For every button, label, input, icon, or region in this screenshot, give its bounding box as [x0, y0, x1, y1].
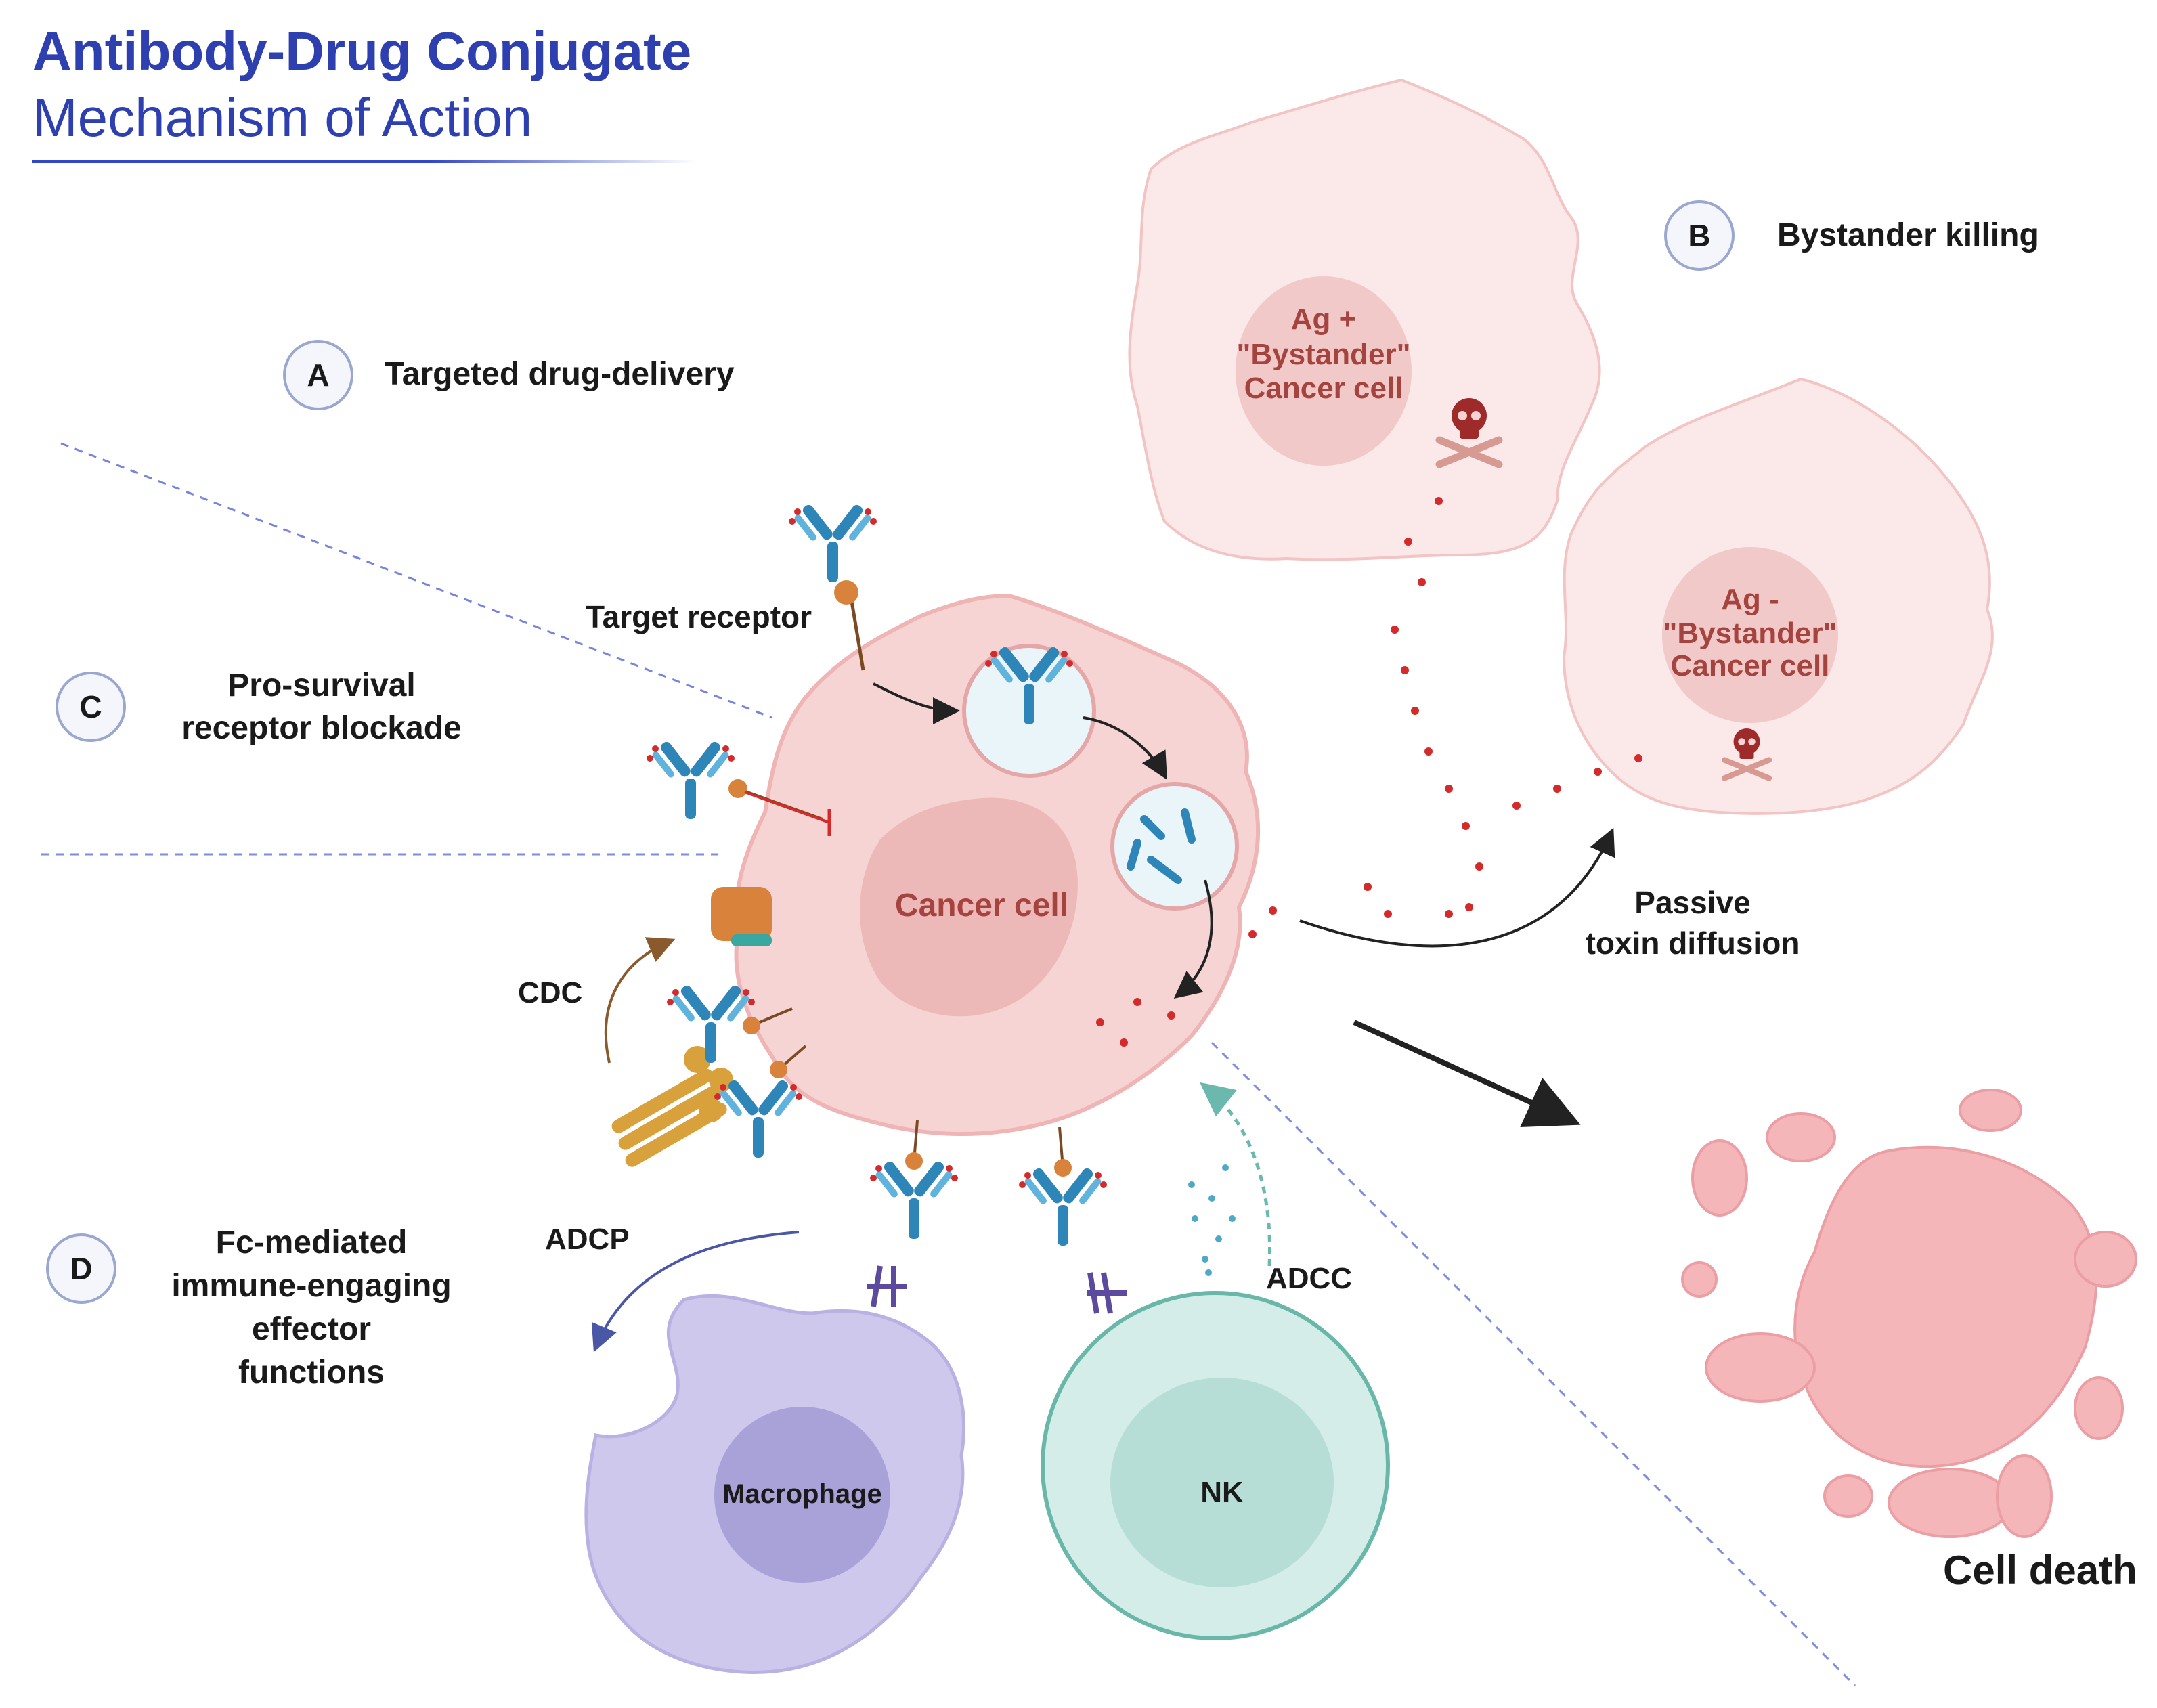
label-passive-1: Passive: [1634, 885, 1751, 920]
cancer-nucleus: [860, 797, 1078, 1017]
ag-negative-label-3: Cancer cell: [1670, 649, 1830, 682]
label-target-receptor: Target receptor: [586, 599, 812, 634]
nk-label: NK: [1200, 1476, 1244, 1509]
title-line-1: Antibody-Drug Conjugate: [32, 21, 692, 81]
adcc-arrow: [1200, 1082, 1272, 1267]
complement-complex: [611, 887, 772, 1167]
internalization-arrow-1: [873, 682, 960, 724]
ag-positive-nucleus: [1236, 276, 1412, 466]
label-adcp: ADCP: [545, 1223, 630, 1256]
lysosome: [1110, 782, 1239, 911]
adcc-antibody: [1019, 1166, 1107, 1246]
label-fc-mediated-4: functions: [238, 1355, 385, 1391]
label-fc-mediated-1: Fc-mediated: [215, 1225, 408, 1261]
target-receptor-head: [834, 580, 858, 605]
nk-nucleus: [1110, 1378, 1334, 1587]
cell-death-fragments: [1681, 1089, 2137, 1538]
cdc-antibody-2: [714, 1078, 802, 1158]
label-cell-death: Cell death: [1943, 1548, 2137, 1593]
blockade-antibody: [647, 740, 735, 819]
title-line-2: Mechanism of Action: [32, 87, 533, 148]
fc-receptor-nk: [1087, 1272, 1127, 1314]
label-targeted-drug-delivery: Targeted drug-delivery: [385, 356, 735, 392]
ag-positive-label-3: Cancer cell: [1244, 372, 1403, 405]
guide-line-d: [1211, 1041, 1856, 1687]
cancer-cell-label: Cancer cell: [894, 888, 1069, 923]
macrophage-label: Macrophage: [722, 1479, 882, 1509]
ag-negative-label-2: "Bystander": [1663, 617, 1837, 650]
adcp-arrow: [591, 1231, 800, 1353]
ag-positive-label-2: "Bystander": [1236, 338, 1411, 371]
adcp-antibody: [870, 1160, 958, 1239]
label-bystander-killing: Bystander killing: [1777, 217, 2039, 253]
granzyme-dots: [1188, 1164, 1236, 1276]
label-fc-mediated-2: immune-engaging: [171, 1268, 452, 1304]
label-passive-2: toxin diffusion: [1585, 925, 1800, 961]
macrophage-nucleus: [714, 1407, 890, 1583]
inhibition-line: [744, 791, 830, 824]
label-adcc: ADCC: [1266, 1262, 1353, 1295]
guide-line-a: [60, 442, 772, 719]
toxin-dots: [1096, 497, 1642, 1047]
antibody-fragments: [1127, 808, 1196, 884]
title-underline: [32, 160, 696, 163]
ag-negative-label-1: Ag -: [1721, 583, 1779, 616]
fc-receptor-macrophage: [867, 1265, 907, 1307]
ag-positive-label-1: Ag +: [1290, 303, 1357, 336]
passive-diffusion-arrow: [1299, 827, 1615, 948]
badge-c: C: [56, 672, 126, 742]
payload-release-arrow: [1173, 879, 1213, 999]
adc-antibody-top: [789, 503, 877, 582]
cdc-arrow: [604, 937, 676, 1064]
ag-negative-nucleus: [1662, 547, 1838, 723]
label-cdc: CDC: [518, 976, 583, 1009]
cell-death-arrow: [1353, 1020, 1581, 1128]
badge-d: D: [46, 1233, 116, 1304]
label-pro-survival-2: receptor blockade: [181, 710, 462, 746]
internalization-arrow-2: [1083, 716, 1167, 780]
label-pro-survival-1: Pro-survival: [227, 667, 416, 703]
badge-b: B: [1664, 200, 1735, 271]
badge-a: A: [283, 340, 353, 410]
label-fc-mediated-3: effector: [251, 1311, 372, 1347]
